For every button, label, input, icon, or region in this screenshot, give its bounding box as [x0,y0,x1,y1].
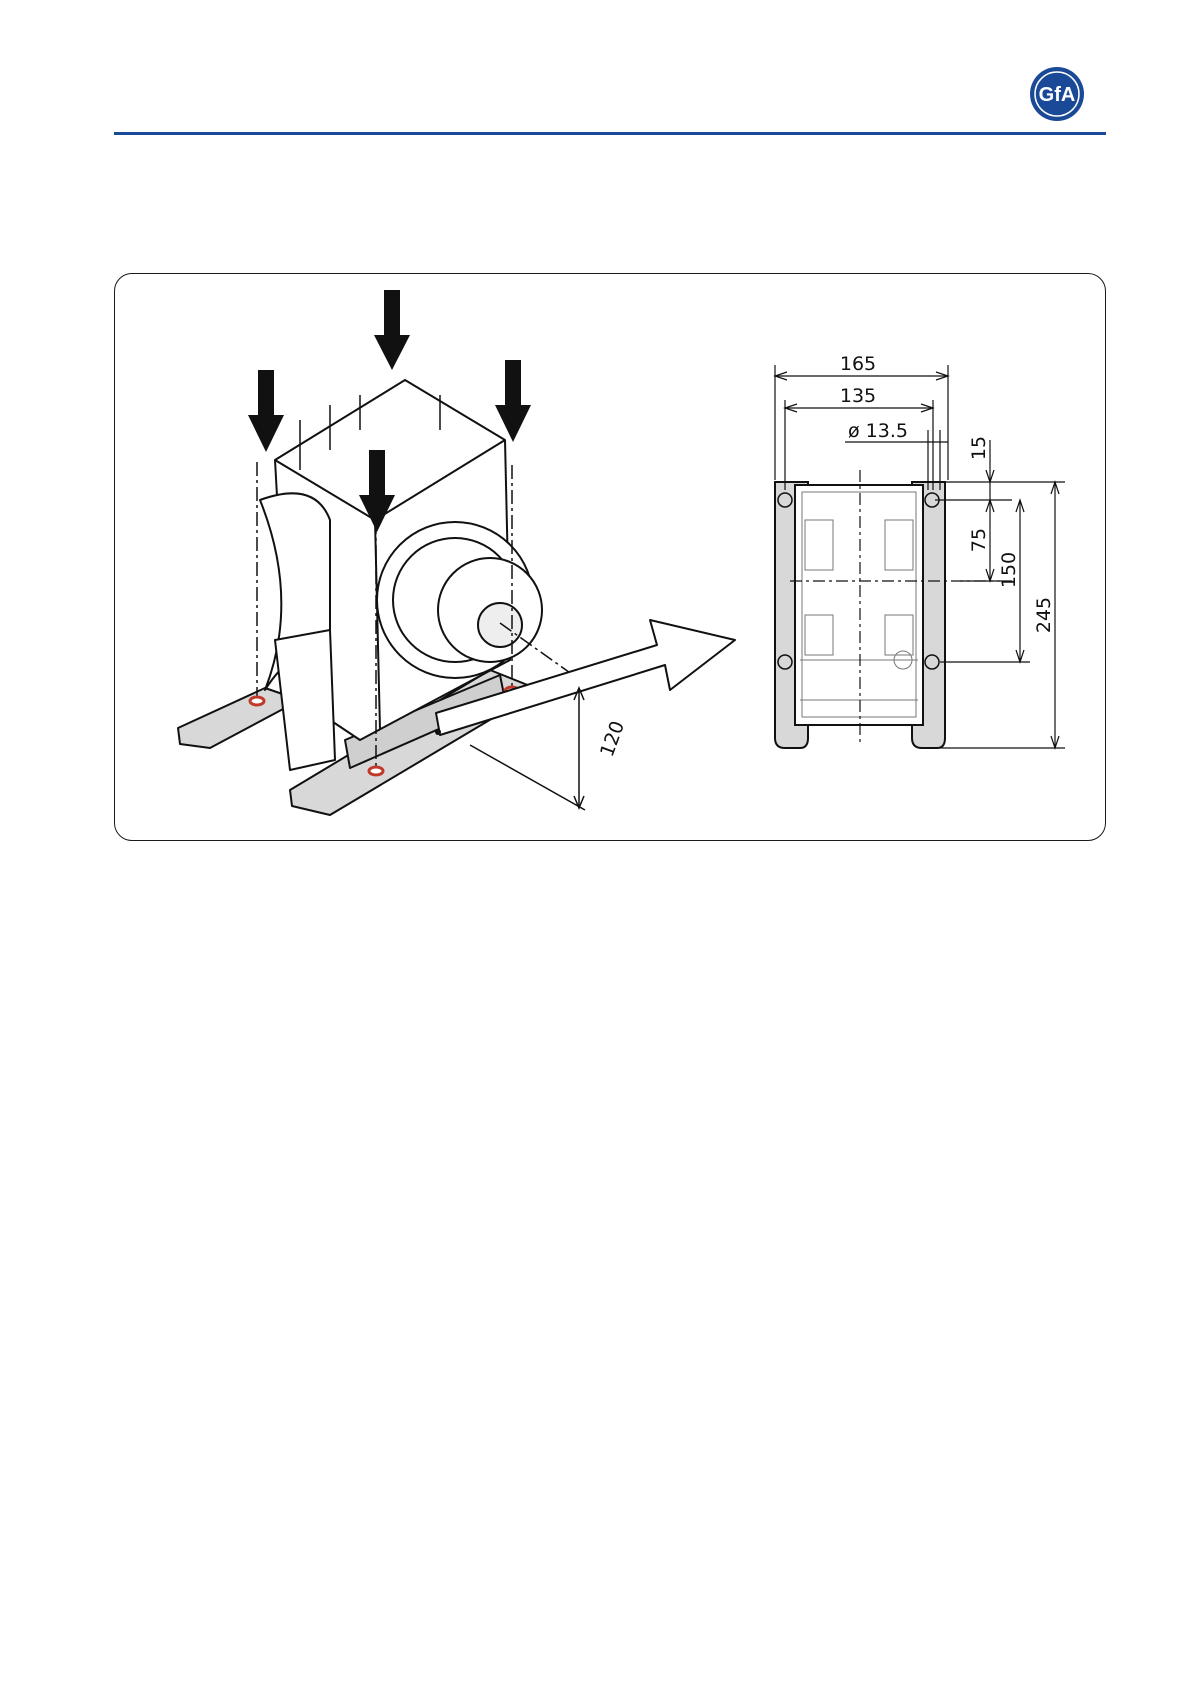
dim-label-width-outer: 165 [840,353,876,375]
dim-label-shaft-height: 120 [596,718,629,760]
dim-label-width-holes: 135 [840,385,876,407]
arrow-down-icon [495,360,531,442]
dim-label-edge-offset: 15 [968,436,990,460]
arrow-down-icon [248,370,284,452]
dim-label-length: 245 [1033,597,1055,633]
dim-label-center-offset: 75 [968,528,990,552]
arrow-down-icon [374,290,410,370]
dim-label-hole-spacing: 150 [998,552,1020,588]
gearbox [275,630,335,770]
sprocket [377,522,542,678]
drive-body-plan [795,485,923,725]
drive-unit-illustration [178,380,542,815]
dim-label-hole-diameter: ø 13.5 [848,420,908,442]
